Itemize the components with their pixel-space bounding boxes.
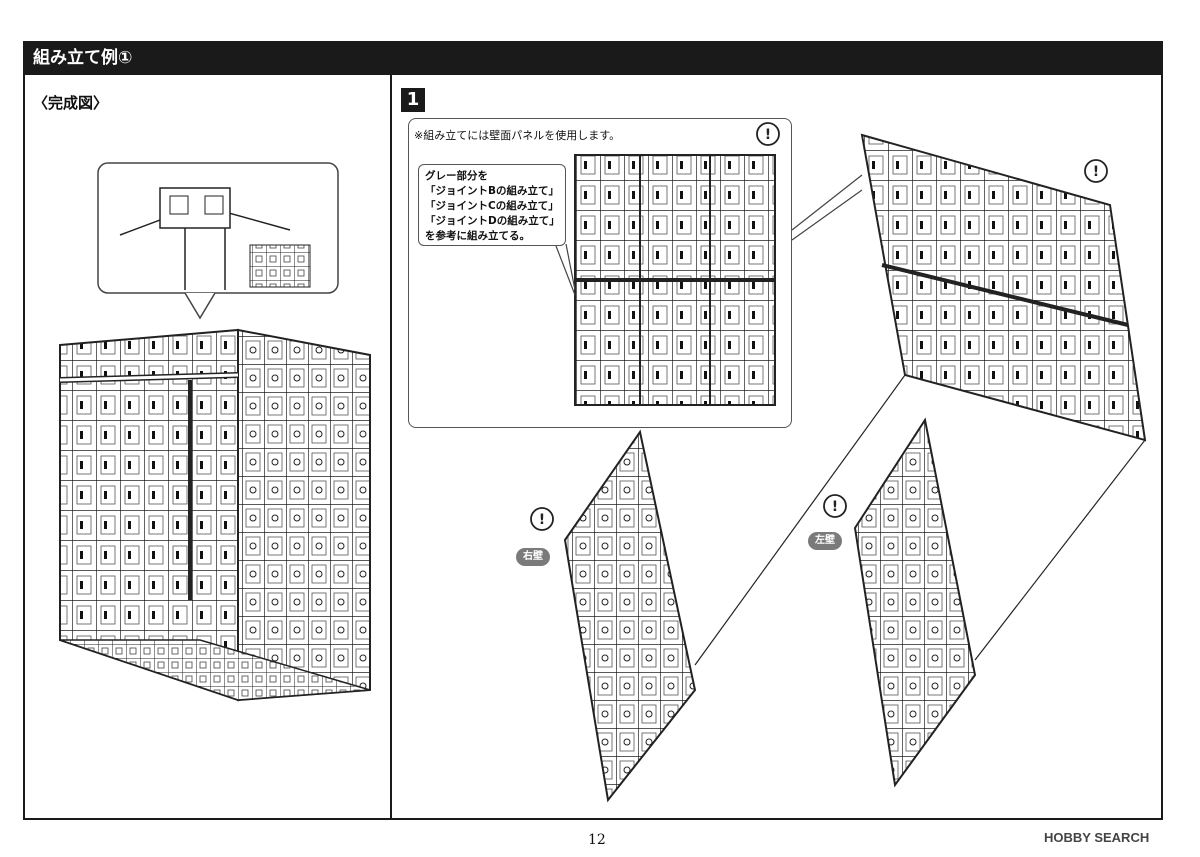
wall-panel-diagram <box>555 154 776 406</box>
left-wall-label: 左壁 <box>808 532 842 550</box>
completed-view-label: 〈完成図〉 <box>33 94 109 112</box>
instruction-line: 「ジョイントDの組み立て」 <box>425 215 560 227</box>
svg-text:!: ! <box>1093 164 1099 180</box>
instruction-line: 「ジョイントCの組み立て」 <box>425 200 559 212</box>
step-number-badge: 1 <box>401 88 425 112</box>
right-wall-panel <box>563 429 697 803</box>
right-wall-label: 右壁 <box>516 548 550 566</box>
section-header: 組み立て例① <box>23 41 1163 75</box>
watermark: HOBBY SEARCH <box>1044 830 1150 845</box>
instruction-line: 「ジョイントBの組み立て」 <box>425 185 560 197</box>
left-wall-panel <box>853 417 977 788</box>
corner-detail-bubble <box>97 162 339 320</box>
section-title: 組み立て例① <box>33 48 133 68</box>
panel-divider <box>390 75 392 820</box>
svg-text:!: ! <box>539 512 545 528</box>
content-frame <box>23 75 1163 820</box>
gray-parts-instruction: グレー部分を 「ジョイントBの組み立て」 「ジョイントCの組み立て」 「ジョイン… <box>418 164 566 246</box>
panel-detail-callout <box>408 118 792 428</box>
instruction-line: グレー部分を <box>425 170 488 182</box>
instruction-line: を参考に組み立てる。 <box>425 230 530 242</box>
completed-booth-drawing <box>59 328 371 702</box>
usage-note: ※組み立てには壁面パネルを使用します。 <box>414 129 621 142</box>
svg-text:!: ! <box>832 499 838 515</box>
caution-icon <box>530 122 1108 531</box>
page-number: 12 <box>588 832 606 848</box>
svg-text:!: ! <box>765 127 771 143</box>
